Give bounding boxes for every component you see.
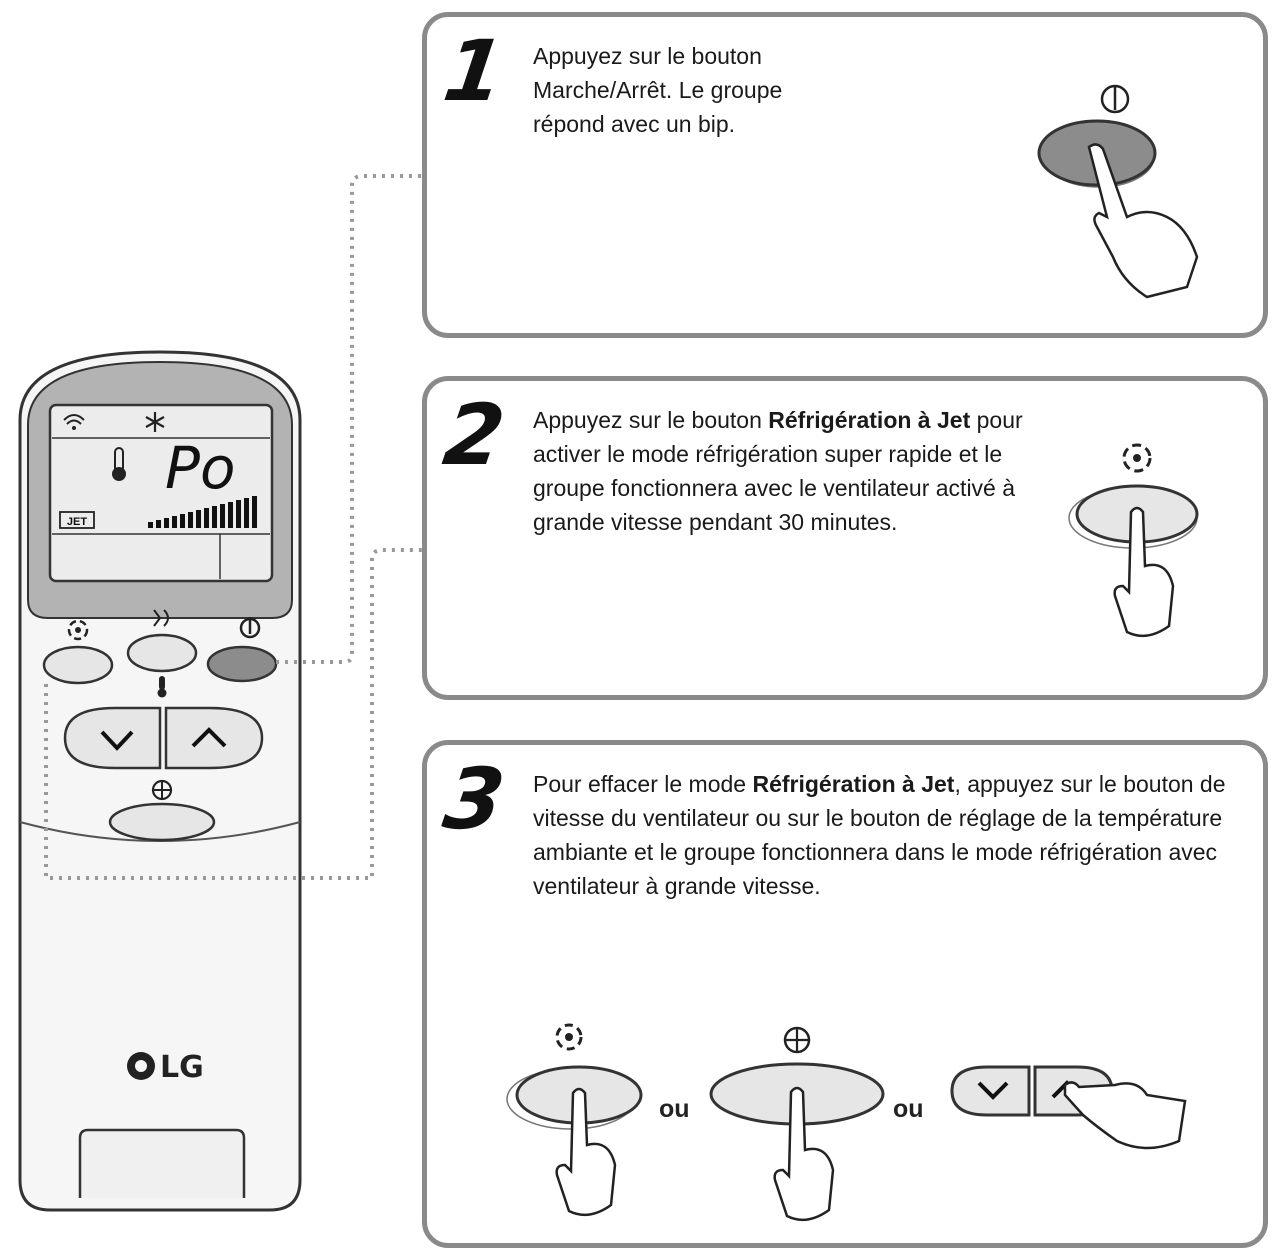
step-1-text: Appuyez sur le bouton Marche/Arrêt. Le g… xyxy=(533,43,783,137)
temp-up-button[interactable] xyxy=(164,706,264,770)
fan-speed-button[interactable] xyxy=(108,802,216,842)
connector-lines xyxy=(44,174,422,880)
or-label-1: ou xyxy=(659,1095,690,1123)
step-1-panel: 1 Appuyez sur le bouton Marche/Arrêt. Le… xyxy=(422,12,1268,338)
power-icon xyxy=(239,617,261,639)
temperature-icon xyxy=(157,676,167,698)
fan-speed-bar xyxy=(148,522,153,528)
lcd-screen xyxy=(48,403,274,583)
fan-button-option-illustration xyxy=(709,1026,885,1222)
jet-fan-icon xyxy=(555,1023,583,1051)
lcd-mode-text: Po xyxy=(165,434,235,502)
fan-icon xyxy=(151,779,173,801)
jet-badge-text: JET xyxy=(67,516,87,528)
pointing-hand-icon xyxy=(1113,506,1175,638)
airflow-button[interactable] xyxy=(126,633,198,673)
power-button-press-illustration xyxy=(1037,84,1199,299)
battery-cover xyxy=(78,1128,246,1198)
step-3-text-post: , appuyez sur le bouton de vitesse du ve… xyxy=(533,771,1226,899)
chevron-down-icon xyxy=(977,1081,1009,1100)
chevron-up-icon xyxy=(191,727,227,748)
step-2-text: Appuyez sur le bouton Réfrigération à Je… xyxy=(533,403,1053,539)
fan-speed-bar xyxy=(212,506,217,528)
jet-button-option-illustration xyxy=(506,1023,643,1217)
pointing-hand-icon xyxy=(555,1087,617,1217)
fan-speed-bar xyxy=(156,520,161,528)
airflow-icon xyxy=(153,609,169,627)
jet-fan-icon xyxy=(1122,443,1152,473)
power-button[interactable] xyxy=(206,645,278,683)
step-3-number: 3 xyxy=(438,750,505,848)
pointing-hand-icon xyxy=(1087,143,1199,299)
fan-icon xyxy=(783,1026,811,1054)
jet-cool-button[interactable] xyxy=(42,645,114,685)
step-2-panel: 2 Appuyez sur le bouton Réfrigération à … xyxy=(422,376,1268,700)
jet-fan-icon xyxy=(67,619,89,641)
fan-speed-bar xyxy=(180,514,185,528)
thermometer-icon xyxy=(112,447,126,481)
step-2-text-post: pour activer le mode réfrigération super… xyxy=(533,407,1023,535)
fan-speed-bar xyxy=(204,508,209,528)
step-2-text-pre: Appuyez sur le bouton xyxy=(533,407,769,433)
temp-down-button[interactable] xyxy=(63,706,162,770)
fan-speed-bar xyxy=(188,512,193,528)
svg-text:LG: LG xyxy=(160,1050,204,1085)
pointing-hand-icon xyxy=(773,1086,835,1222)
or-label-2: ou xyxy=(893,1095,924,1123)
pointing-hand-icon xyxy=(1063,1081,1187,1150)
lg-logo: LG xyxy=(127,1050,204,1085)
fan-speed-bar xyxy=(236,500,241,528)
snowflake-icon xyxy=(145,412,165,432)
step-3-text: Pour effacer le mode Réfrigération à Jet… xyxy=(533,767,1253,903)
fan-speed-bar xyxy=(244,498,249,528)
fan-speed-bar xyxy=(228,502,233,528)
temperature-button-option-illustration xyxy=(950,1065,1187,1150)
step-3-panel: 3 Pour effacer le mode Réfrigération à J… xyxy=(422,740,1268,1248)
step-2-number: 2 xyxy=(438,386,505,484)
chevron-down-icon xyxy=(100,730,134,751)
fan-speed-bar xyxy=(220,504,225,528)
step-1-number: 1 xyxy=(438,22,505,120)
fan-speed-bar xyxy=(252,496,257,528)
fan-speed-bar xyxy=(196,510,201,528)
signal-icon xyxy=(63,414,85,430)
step-2-text-bold: Réfrigération à Jet xyxy=(768,407,971,433)
step-3-text-bold: Réfrigération à Jet xyxy=(752,771,955,797)
step-3-text-pre: Pour effacer le mode xyxy=(533,771,753,797)
fan-speed-bar xyxy=(164,518,169,528)
fan-speed-bar xyxy=(172,516,177,528)
jet-badge xyxy=(59,511,95,529)
power-icon xyxy=(1100,84,1130,114)
jet-button-press-illustration xyxy=(1068,443,1199,638)
fan-speed-bars xyxy=(148,496,257,528)
